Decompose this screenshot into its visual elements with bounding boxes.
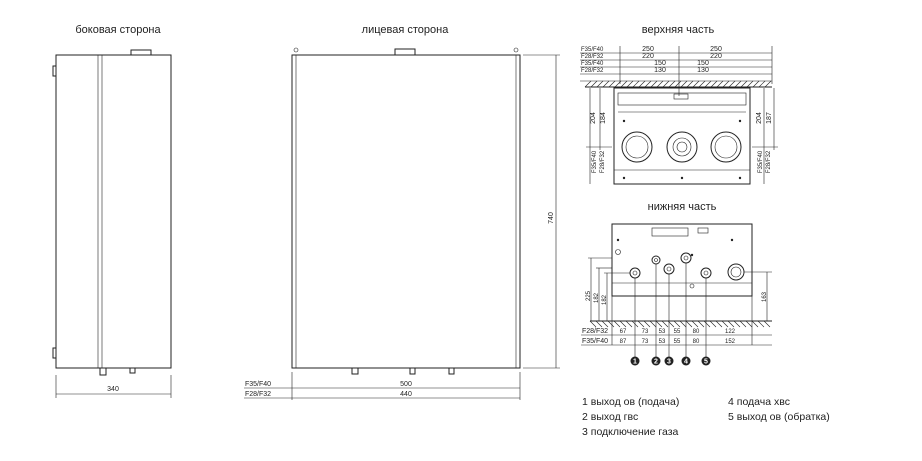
marker-4 <box>681 356 691 366</box>
top-dim-right-2: 220 <box>710 53 722 60</box>
top-dim-right-3: 150 <box>697 60 709 67</box>
top-depth-left: 204 <box>590 112 597 124</box>
marker-4-label: 4 <box>684 359 688 366</box>
top-side-label-left-a: F35/F40 <box>592 150 598 173</box>
top-dim-right-1: 250 <box>710 46 722 53</box>
fitting-4 <box>680 252 692 264</box>
fitting-5 <box>700 267 712 279</box>
front-body <box>291 54 521 369</box>
bottom-view: нижняя часть 225 182 18 <box>581 201 772 366</box>
top-opening-right <box>710 131 742 163</box>
top-model-row-1: F35/F40 <box>581 47 604 53</box>
bottom-wall-hatch <box>589 320 771 328</box>
bottom-r2-v1: 87 <box>620 339 627 345</box>
fitting-1 <box>629 267 641 279</box>
front-width-dim-1: 500 <box>400 381 412 388</box>
top-depth-left-b: 184 <box>600 112 607 124</box>
bottom-model-row-1: F28/F32 <box>582 328 608 335</box>
bottom-r1-v5: 80 <box>693 329 700 335</box>
top-body <box>613 87 751 185</box>
bottom-r1-v3: 53 <box>659 329 666 335</box>
legend-item-4: 4 подача хвс <box>728 396 790 408</box>
bottom-height-left-2: 182 <box>594 292 600 303</box>
legend-item-5: 5 выход ов (обратка) <box>728 411 830 423</box>
top-model-row-2: F28/F32 <box>581 54 604 60</box>
marker-5-label: 5 <box>704 359 708 366</box>
top-side-label-left-b: F28/F32 <box>600 150 606 173</box>
bottom-model-row-2: F35/F40 <box>582 338 608 345</box>
marker-2 <box>651 356 661 366</box>
side-body <box>55 54 172 369</box>
bottom-r2-v3: 53 <box>659 339 666 345</box>
front-flue-stub <box>394 48 416 56</box>
top-opening-center <box>666 131 698 163</box>
bottom-view-title: нижняя часть <box>648 201 717 213</box>
bottom-flue-opening <box>727 263 745 281</box>
top-depth-right-b: 187 <box>766 112 773 124</box>
bottom-r2-v5: 80 <box>693 339 700 345</box>
top-opening-left <box>621 131 653 163</box>
bottom-r2-v4: 55 <box>674 339 681 345</box>
top-side-label-right-b: F28/F32 <box>766 150 772 173</box>
top-dim-left-3: 150 <box>654 60 666 67</box>
front-view-title: лицевая сторона <box>362 24 450 36</box>
side-view: боковая сторона 340 <box>52 24 172 398</box>
marker-1 <box>630 356 640 366</box>
top-dim-left-2: 220 <box>642 53 654 60</box>
bottom-r1-v4: 55 <box>674 329 681 335</box>
marker-2-label: 2 <box>654 359 658 366</box>
fitting-2 <box>651 255 661 265</box>
legend-col-1: 1 выход ов (подача) 2 выход гвс 3 подклю… <box>582 396 679 441</box>
marker-1-label: 1 <box>633 359 637 366</box>
marker-5 <box>701 356 711 366</box>
legend-col-2: 4 подача хвс 5 выход ов (обратка) <box>728 396 830 426</box>
legend-item-2: 2 выход гвс <box>582 411 639 423</box>
top-view-title: верхняя часть <box>642 24 715 36</box>
front-height-dim: 740 <box>548 212 555 224</box>
bottom-r2-v2: 73 <box>642 339 649 345</box>
bottom-height-left-3: 182 <box>602 294 608 305</box>
side-width-dim: 340 <box>107 386 119 393</box>
top-dim-left-1: 250 <box>642 46 654 53</box>
fitting-3 <box>663 263 675 275</box>
side-flue-stub <box>130 49 152 56</box>
legend-item-3: 3 подключение газа <box>582 426 679 438</box>
bottom-body <box>611 223 753 297</box>
bottom-r1-v2: 73 <box>642 329 649 335</box>
top-dim-left-4: 130 <box>654 67 666 74</box>
marker-3-label: 3 <box>667 359 671 366</box>
top-wall-hatch <box>584 80 772 88</box>
front-model-row-1: F35/F40 <box>245 381 271 388</box>
top-depth-right: 204 <box>756 112 763 124</box>
marker-3 <box>664 356 674 366</box>
front-width-dim-2: 440 <box>400 391 412 398</box>
legend-item-1: 1 выход ов (подача) <box>582 396 680 408</box>
bottom-r1-v6: 122 <box>725 329 736 335</box>
top-model-row-4: F28/F32 <box>581 68 604 74</box>
bottom-r1-v1: 67 <box>620 329 627 335</box>
side-view-title: боковая сторона <box>75 24 161 36</box>
front-model-row-2: F28/F32 <box>245 391 271 398</box>
top-view: верхняя часть F35/F40 F28/F32 F35/F40 F2… <box>580 24 778 185</box>
top-dim-right-4: 130 <box>697 67 709 74</box>
top-model-row-3: F35/F40 <box>581 61 604 67</box>
bottom-height-right: 163 <box>762 291 768 302</box>
front-view: лицевая сторона 740 F35/F40 F28/F32 500 … <box>244 24 560 400</box>
bottom-r2-v6: 152 <box>725 339 736 345</box>
top-side-label-right-a: F35/F40 <box>758 150 764 173</box>
bottom-height-left-1: 225 <box>586 290 592 301</box>
